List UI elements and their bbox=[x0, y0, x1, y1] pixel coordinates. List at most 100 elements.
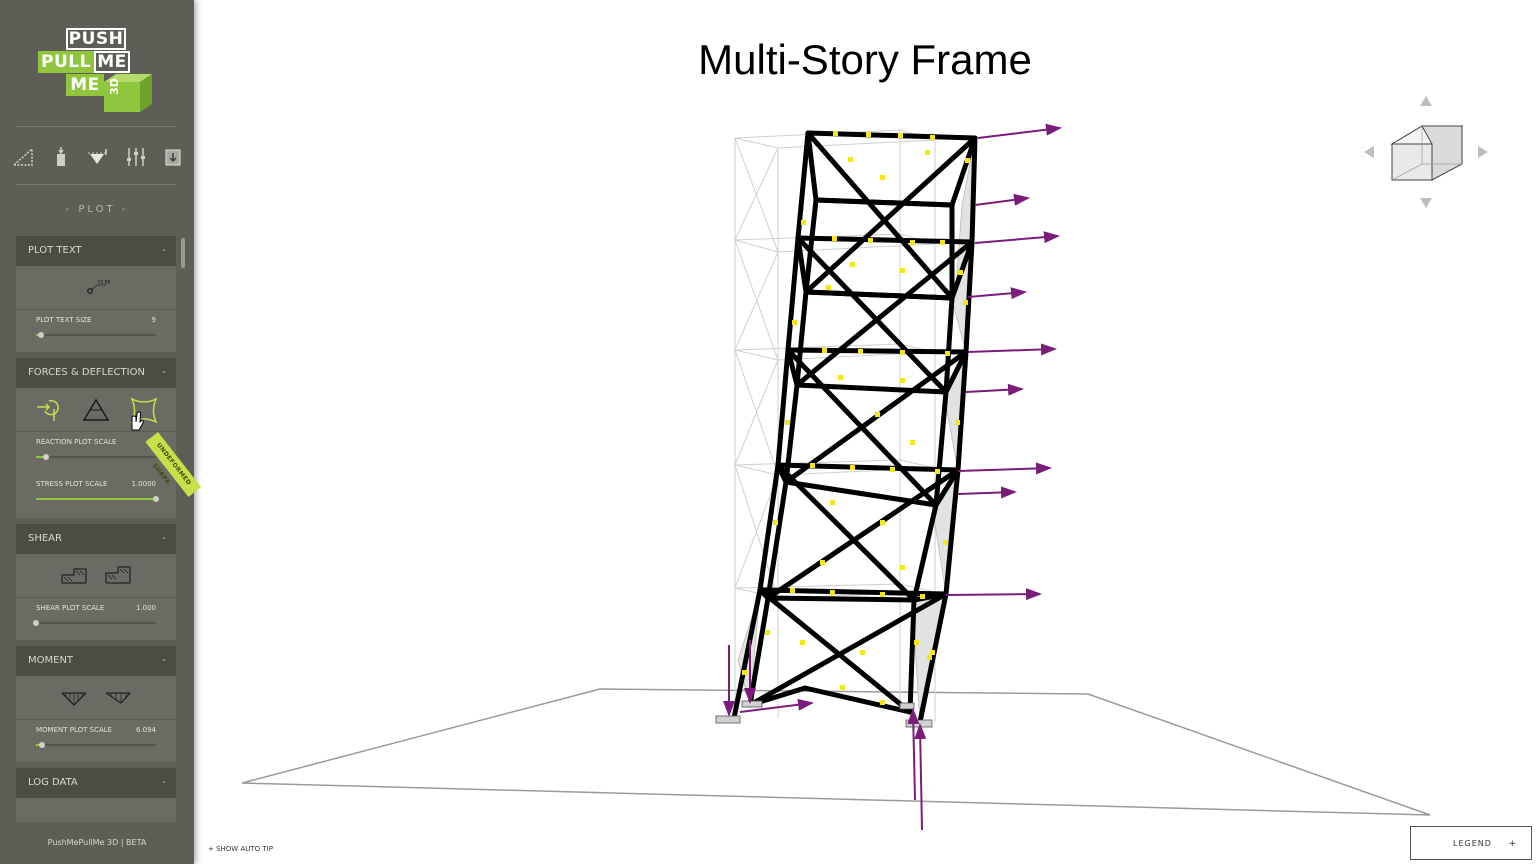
moment-plot-scale-slider-row: MOMENT PLOT SCALE 6.094 bbox=[16, 720, 176, 754]
stress-plot-scale-slider[interactable] bbox=[36, 496, 159, 502]
divider bbox=[16, 184, 176, 185]
panel-log-header[interactable]: LOG DATA - bbox=[16, 768, 176, 798]
panel-moment-header[interactable]: MOMENT - bbox=[16, 646, 176, 676]
plot-text-sample: 12.88 bbox=[98, 279, 111, 285]
panel-plot-text-header[interactable]: PLOT TEXT - bbox=[16, 236, 176, 266]
slider-label: MOMENT PLOT SCALE bbox=[36, 726, 113, 734]
divider bbox=[16, 126, 176, 127]
cube-icon[interactable] bbox=[1390, 125, 1464, 181]
show-auto-tip-link[interactable]: + SHOW AUTO TIP bbox=[208, 845, 273, 853]
load-icon bbox=[56, 147, 65, 166]
rotate-right-arrow-icon[interactable] bbox=[1478, 146, 1488, 158]
slider-label: PLOT TEXT SIZE bbox=[36, 316, 92, 324]
legend-label: LEGEND bbox=[1453, 839, 1492, 848]
reaction-force-icon[interactable] bbox=[33, 395, 63, 425]
section-label-plot: - PLOT - bbox=[65, 204, 129, 215]
collapse-icon[interactable]: - bbox=[162, 655, 166, 666]
load-arrows bbox=[723, 123, 1062, 831]
plot-tool-button[interactable] bbox=[83, 142, 113, 172]
logo-push: PUSH bbox=[66, 28, 126, 50]
legend-button[interactable]: LEGEND + bbox=[1410, 826, 1532, 860]
panel-shear-header[interactable]: SHEAR - bbox=[16, 524, 176, 554]
logo-me-2: ME bbox=[66, 74, 104, 96]
plot-text-size-slider-row: PLOT TEXT SIZE 9 bbox=[16, 310, 176, 344]
app-footer: PushMePullMe 3D | BETA bbox=[47, 838, 147, 847]
member-nodes bbox=[742, 131, 970, 705]
slider-handle[interactable] bbox=[153, 496, 159, 502]
slider-label: STRESS PLOT SCALE bbox=[36, 480, 108, 488]
shear-y-icon[interactable] bbox=[103, 561, 133, 591]
moment-plot-scale-slider[interactable] bbox=[36, 742, 156, 748]
slider-value: 1.000 bbox=[135, 604, 156, 612]
collapse-icon[interactable]: - bbox=[162, 367, 166, 378]
sidebar: PUSH PULL ME ME 3D bbox=[0, 0, 194, 864]
collapse-icon[interactable]: - bbox=[162, 777, 166, 788]
node-label-icon: 12.88 bbox=[87, 279, 111, 294]
logo-3d: 3D bbox=[107, 78, 121, 95]
deformed-frame bbox=[731, 130, 978, 725]
plot-text-preview: 12.88 bbox=[16, 266, 176, 310]
export-icon bbox=[165, 149, 181, 166]
panel-forces-header[interactable]: FORCES & DEFLECTION - bbox=[16, 358, 176, 388]
panel-plot-text: PLOT TEXT - 12.88 PLOT TEXT SIZE 9 bbox=[16, 236, 176, 352]
structure-icon bbox=[12, 147, 33, 166]
page-title: Multi-Story Frame bbox=[698, 36, 1032, 83]
slider-handle[interactable] bbox=[37, 332, 44, 338]
slider-value: 1.0000 bbox=[131, 480, 157, 488]
logo-cube-icon bbox=[104, 74, 152, 112]
slider-handle[interactable] bbox=[42, 454, 49, 460]
logo-me-1: ME bbox=[94, 51, 130, 73]
forces-icon-row bbox=[16, 388, 176, 432]
structure-viewport[interactable] bbox=[194, 0, 1536, 864]
shear-plot-scale-slider[interactable] bbox=[33, 620, 156, 626]
rotate-left-arrow-icon[interactable] bbox=[1364, 146, 1374, 158]
rotate-up-arrow-icon[interactable] bbox=[1420, 96, 1432, 106]
panel-title: FORCES & DEFLECTION bbox=[28, 367, 145, 378]
moment-y-icon[interactable] bbox=[103, 683, 133, 713]
logo-pull: PULL bbox=[38, 51, 94, 73]
view-navigation-cube[interactable] bbox=[1360, 92, 1490, 212]
collapse-icon[interactable]: - bbox=[162, 245, 166, 256]
slider-fill bbox=[36, 498, 156, 500]
moment-x-icon[interactable] bbox=[59, 683, 89, 713]
slider-value: 6.094 bbox=[135, 726, 156, 734]
plot-text-size-slider[interactable] bbox=[36, 332, 156, 338]
main-toolbar bbox=[8, 140, 188, 174]
slider-handle[interactable] bbox=[33, 620, 39, 626]
undeformed-shape-icon[interactable] bbox=[129, 395, 159, 425]
app-logo: PUSH PULL ME ME 3D bbox=[38, 26, 154, 116]
shear-plot-scale-slider-row: SHEAR PLOT SCALE 1.000 bbox=[16, 598, 176, 632]
moment-icon-row bbox=[16, 676, 176, 720]
plot-icon bbox=[88, 149, 108, 164]
shear-icon-row bbox=[16, 554, 176, 598]
collapse-icon[interactable]: - bbox=[162, 533, 166, 544]
rotate-down-arrow-icon[interactable] bbox=[1420, 198, 1432, 208]
slider-label: REACTION PLOT SCALE bbox=[36, 438, 117, 446]
settings-sliders-icon bbox=[126, 148, 145, 166]
ground-plane bbox=[241, 688, 1431, 816]
panel-title: SHEAR bbox=[28, 533, 62, 544]
load-tool-button[interactable] bbox=[46, 142, 76, 172]
stress-plot-scale-slider-row: STRESS PLOT SCALE 1.0000 bbox=[16, 474, 176, 508]
panel-title: LOG DATA bbox=[28, 777, 78, 788]
truss-stress-icon[interactable] bbox=[81, 395, 111, 425]
panel-forces-deflection: FORCES & DEFLECTION - REACTION PLOT bbox=[16, 358, 176, 518]
panel-title: MOMENT bbox=[28, 655, 74, 666]
export-tool-button[interactable] bbox=[158, 142, 188, 172]
panel-log-data: LOG DATA - bbox=[16, 768, 176, 822]
panel-shear: SHEAR - SHEAR PLOT SCALE 1.000 bbox=[16, 524, 176, 640]
slider-label: SHEAR PLOT SCALE bbox=[36, 604, 105, 612]
hand-cursor-icon bbox=[131, 411, 144, 431]
sidebar-scrollbar[interactable] bbox=[181, 238, 185, 268]
structure-tool-button[interactable] bbox=[8, 142, 38, 172]
settings-tool-button[interactable] bbox=[121, 142, 151, 172]
slider-value: 9 bbox=[151, 316, 156, 324]
panel-title: PLOT TEXT bbox=[28, 245, 82, 256]
shear-x-icon[interactable] bbox=[59, 561, 89, 591]
slider-handle[interactable] bbox=[39, 742, 45, 748]
slider-fill bbox=[36, 456, 46, 458]
panel-moment: MOMENT - MOMENT PLOT SCALE 6.094 bbox=[16, 646, 176, 762]
legend-expand-icon: + bbox=[1508, 839, 1517, 849]
reaction-plot-scale-slider[interactable] bbox=[36, 454, 156, 460]
